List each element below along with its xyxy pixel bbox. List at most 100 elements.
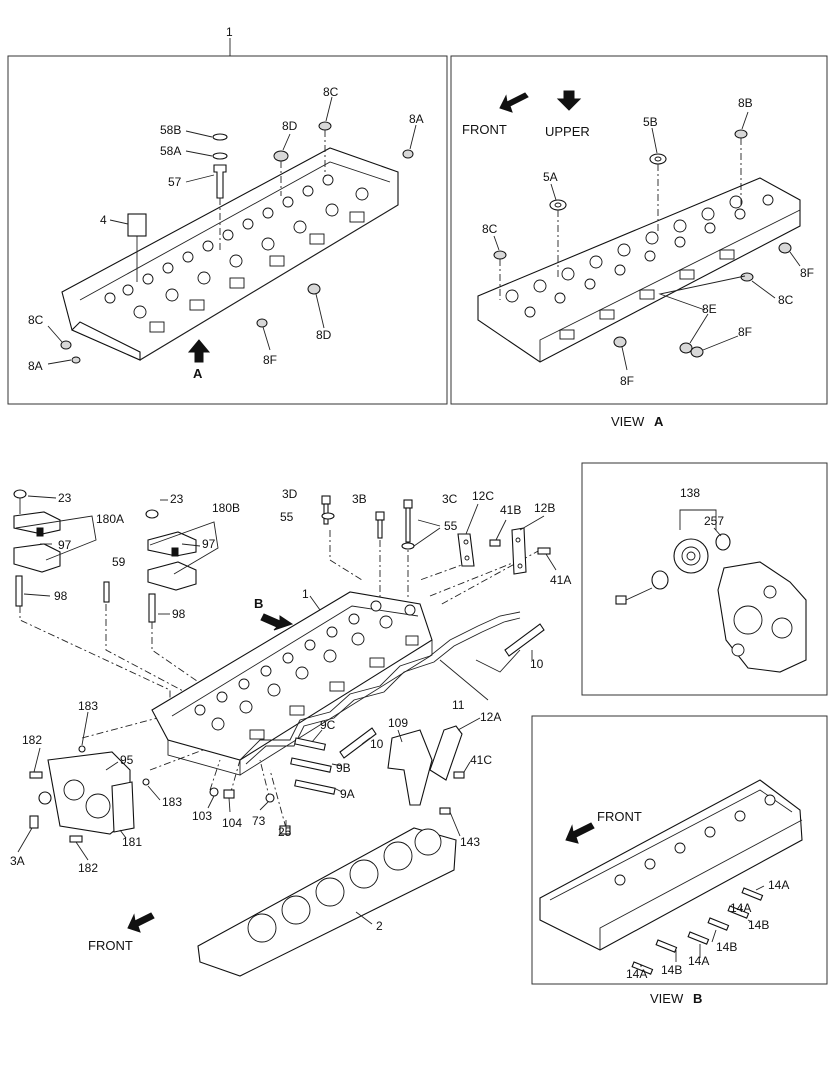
callout: 10 bbox=[530, 657, 544, 671]
callout: 180B bbox=[212, 501, 240, 515]
front-label-main: FRONT bbox=[88, 938, 133, 953]
upper-arrow-icon bbox=[556, 90, 582, 111]
callout: 25 bbox=[278, 825, 292, 839]
view-b-letter: B bbox=[693, 991, 702, 1006]
callout: 181 bbox=[122, 835, 142, 849]
callout: 5A bbox=[543, 170, 558, 184]
view-a-caption: VIEW A bbox=[611, 414, 664, 429]
callout: 1 bbox=[226, 25, 233, 39]
callout: 14B bbox=[661, 963, 682, 977]
callout: 8F bbox=[800, 266, 814, 280]
callout: 8C bbox=[323, 85, 339, 99]
callout: 14A bbox=[768, 878, 789, 892]
callout: 55 bbox=[280, 510, 294, 524]
callout: 109 bbox=[388, 716, 408, 730]
view-a-labels: FRONT UPPER 8B 5B 5A 8C 8F 8C 8E 8F 8F bbox=[462, 96, 814, 388]
callout: 3A bbox=[10, 854, 25, 868]
panel-timing-gear bbox=[581, 462, 828, 696]
front-arrow-view-b-icon bbox=[565, 822, 595, 844]
callout: 14A bbox=[626, 967, 647, 981]
callout: 95 bbox=[120, 753, 134, 767]
arrow-letter-b: B bbox=[254, 596, 263, 611]
callout: 8B bbox=[738, 96, 753, 110]
callout: 8C bbox=[482, 222, 498, 236]
callout: 3D bbox=[282, 487, 298, 501]
view-a-letter: A bbox=[654, 414, 664, 429]
callout: 3B bbox=[352, 492, 367, 506]
callout: 23 bbox=[58, 491, 72, 505]
front-arrow-icon bbox=[499, 92, 529, 113]
callout: 8C bbox=[28, 313, 44, 327]
panel-cylinder-head-overview bbox=[7, 55, 448, 405]
arrow-letter-a: A bbox=[193, 366, 203, 381]
callout: 41B bbox=[500, 503, 521, 517]
callout: 10 bbox=[370, 737, 384, 751]
timing-gear-drawing bbox=[615, 509, 807, 673]
callout: 183 bbox=[162, 795, 182, 809]
callout: 3C bbox=[442, 492, 458, 506]
callout: 5B bbox=[643, 115, 658, 129]
callout: 12A bbox=[480, 710, 501, 724]
panel-view-b bbox=[531, 715, 828, 985]
callout: 8A bbox=[28, 359, 43, 373]
front-label-view-b: FRONT bbox=[597, 809, 642, 824]
callout: 12B bbox=[534, 501, 555, 515]
callout: 12C bbox=[472, 489, 494, 503]
callout: 8E bbox=[702, 302, 717, 316]
callout: 8D bbox=[282, 119, 298, 133]
callout: 138 bbox=[680, 486, 700, 500]
callout: 23 bbox=[170, 492, 184, 506]
callout: 8F bbox=[738, 325, 752, 339]
callout: 58A bbox=[160, 144, 181, 158]
view-b-labels: FRONT 14A 14A 14B 14B 14A 14B 14A bbox=[597, 809, 789, 981]
callouts-top-left: 1 8C 58B 58A 57 8D 8A 4 8C 8A 8F 8D A bbox=[28, 25, 424, 381]
callout: 143 bbox=[460, 835, 480, 849]
callout: 11 bbox=[452, 698, 465, 712]
callout: 9B bbox=[336, 761, 351, 775]
callout: 8F bbox=[263, 353, 277, 367]
cylinder-head-overview bbox=[47, 38, 417, 365]
main-exploded-view bbox=[13, 489, 557, 977]
callout: 98 bbox=[172, 607, 186, 621]
callout: 98 bbox=[54, 589, 68, 603]
callout: 2 bbox=[376, 919, 383, 933]
callout: 180A bbox=[96, 512, 124, 526]
callout: 4 bbox=[100, 213, 107, 227]
callout: 41A bbox=[550, 573, 571, 587]
callout: 14B bbox=[716, 940, 737, 954]
callout: 1 bbox=[302, 587, 309, 601]
view-a-prefix: VIEW bbox=[611, 414, 645, 429]
callout: 14B bbox=[748, 918, 769, 932]
callout: 257 bbox=[704, 514, 724, 528]
view-b-prefix: VIEW bbox=[650, 991, 684, 1006]
timing-gear-labels: 138 257 bbox=[680, 486, 724, 528]
callout: 8C bbox=[778, 293, 794, 307]
upper-label: UPPER bbox=[545, 124, 590, 139]
callout: 73 bbox=[252, 814, 266, 828]
callout: 9A bbox=[340, 787, 355, 801]
callout: 57 bbox=[168, 175, 182, 189]
view-a-drawing bbox=[477, 90, 801, 371]
callout: 8D bbox=[316, 328, 332, 342]
callout: 104 bbox=[222, 816, 242, 830]
callout: 97 bbox=[202, 537, 216, 551]
main-labels: 23 180A 97 98 59 23 180B 97 98 3D 55 3B … bbox=[10, 487, 571, 953]
callout: 182 bbox=[22, 733, 42, 747]
callout: 14A bbox=[730, 901, 751, 915]
callout: 8F bbox=[620, 374, 634, 388]
callout: 8A bbox=[409, 112, 424, 126]
callout: 41C bbox=[470, 753, 492, 767]
callout: 58B bbox=[160, 123, 181, 137]
callout: 103 bbox=[192, 809, 212, 823]
callout: 14A bbox=[688, 954, 709, 968]
callout: 9C bbox=[320, 718, 336, 732]
front-label: FRONT bbox=[462, 122, 507, 137]
view-b-caption: VIEW B bbox=[650, 991, 702, 1006]
callout: 55 bbox=[444, 519, 458, 533]
panel-view-a bbox=[450, 55, 828, 405]
front-arrow-main-icon bbox=[127, 912, 155, 933]
callout: 183 bbox=[78, 699, 98, 713]
callout: 59 bbox=[112, 555, 126, 569]
callout: 182 bbox=[78, 861, 98, 875]
